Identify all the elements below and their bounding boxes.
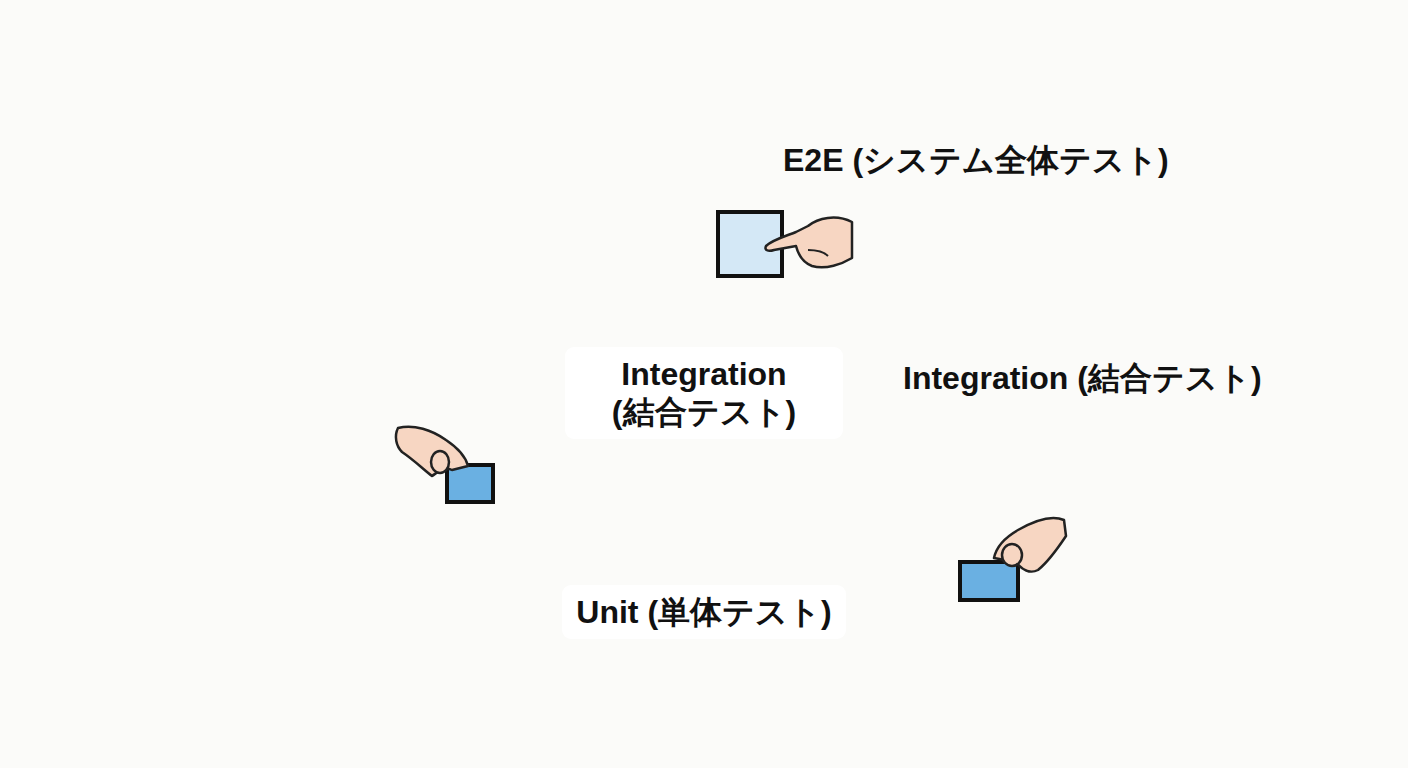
tier-side-label: Integration (結合テスト) <box>903 359 1262 397</box>
tier-label: Unit (単体テスト) <box>562 585 845 639</box>
pyramid-tier: Unit (単体テスト) <box>341 491 1068 714</box>
tier-side-label: E2E (システム全体テスト) <box>783 141 1169 179</box>
pyramid-tier: Integration (結合テスト)Integration (結合テスト) <box>476 288 934 484</box>
tier-label: Integration (結合テスト) <box>565 347 843 439</box>
pyramid-tier: E2E (システム全体テスト) <box>595 92 815 280</box>
tier-shape <box>595 92 815 280</box>
